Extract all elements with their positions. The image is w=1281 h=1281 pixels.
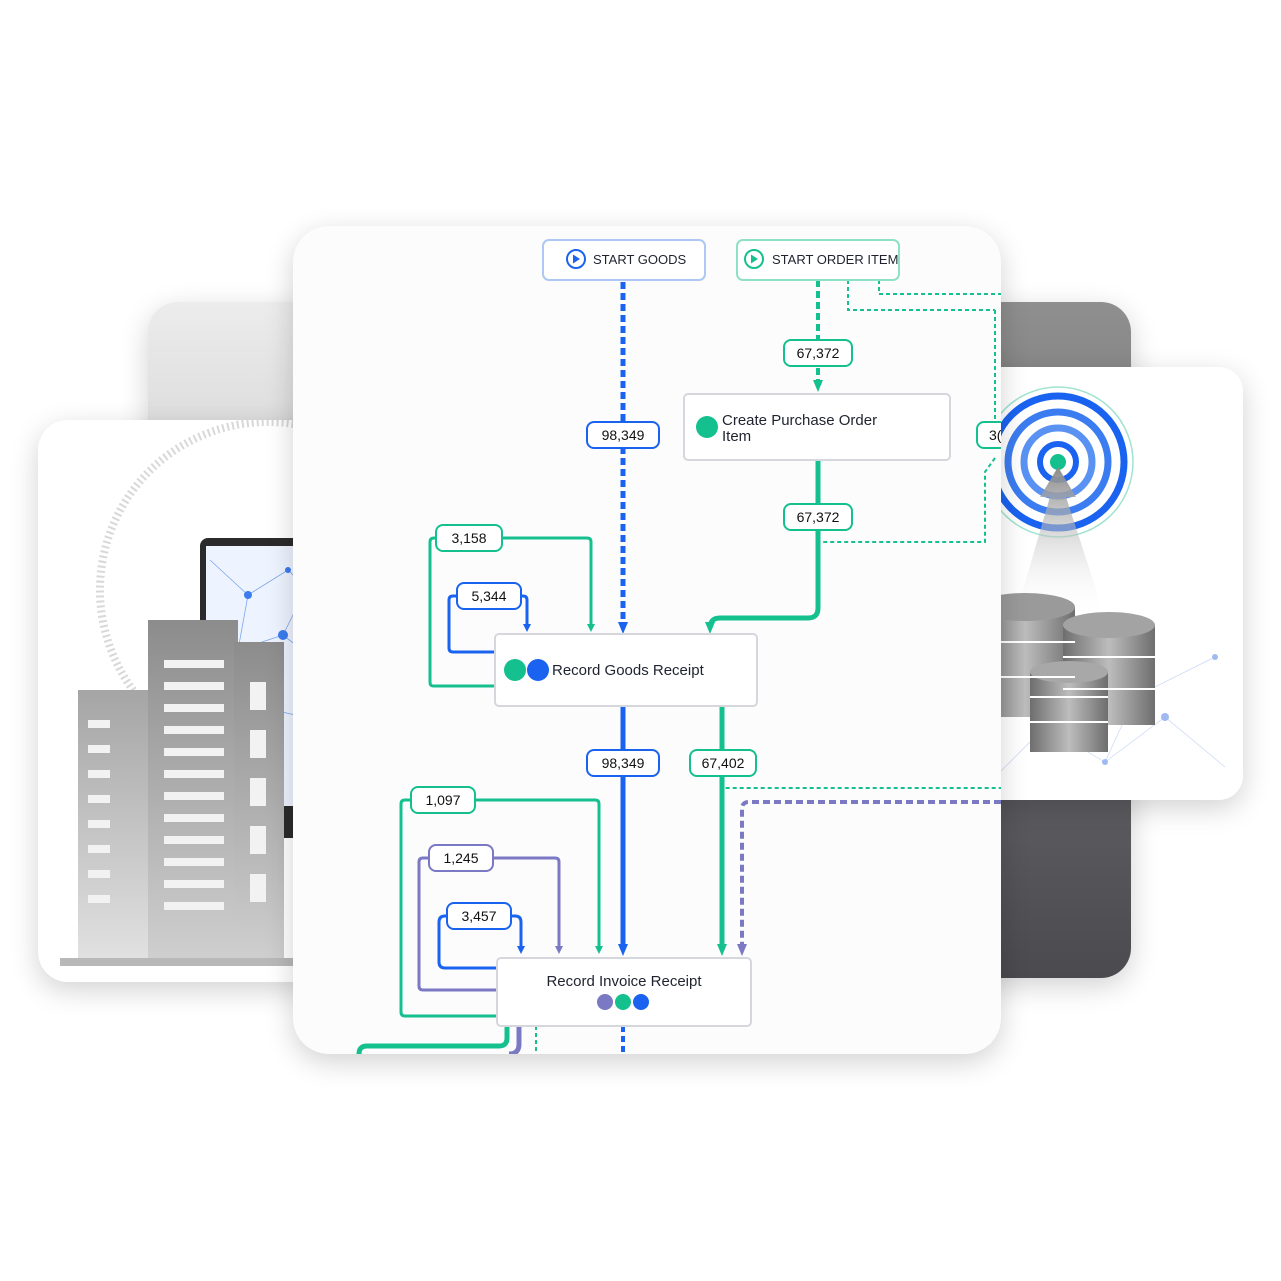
edge-label-po-to-goods[interactable]: 67,372 xyxy=(783,503,853,531)
edge-invoice-loop-inner[interactable] xyxy=(437,914,525,970)
svg-text:3,457: 3,457 xyxy=(461,908,496,924)
status-dot-green xyxy=(696,416,718,438)
svg-text:1,097: 1,097 xyxy=(425,792,460,808)
svg-text:98,349: 98,349 xyxy=(602,755,645,771)
play-circle-icon xyxy=(744,249,764,269)
svg-text:67,372: 67,372 xyxy=(797,509,840,525)
edge-label-invoice-loop-outer[interactable]: 1,097 xyxy=(410,786,476,814)
process-map-card[interactable]: START GOODS START ORDER ITEM Create Purc… xyxy=(293,226,1001,1054)
edge-create-po-to-goods-receipt[interactable] xyxy=(705,460,821,634)
status-dot-green xyxy=(504,659,526,681)
edge-invoice-loop-middle[interactable] xyxy=(417,856,563,992)
edge-start-order-bypass-2[interactable] xyxy=(878,280,1001,295)
play-circle-icon xyxy=(566,249,586,269)
record-goods-receipt-node[interactable]: Record Goods Receipt xyxy=(494,633,758,707)
edge-label-goods-to-invoice-green[interactable]: 67,402 xyxy=(689,749,757,777)
edge-invoice-out-green[interactable] xyxy=(356,1026,510,1054)
svg-text:5,344: 5,344 xyxy=(471,588,506,604)
goods-receipt-label: Record Goods Receipt xyxy=(552,662,705,679)
start-order-item-label: START ORDER ITEM xyxy=(772,252,898,267)
edge-label-goods-loop-inner[interactable]: 5,344 xyxy=(456,582,522,610)
upload-arrow-icon xyxy=(1015,467,1105,617)
status-dot-blue xyxy=(527,659,549,681)
edge-start-order-bypass-1[interactable] xyxy=(847,280,995,311)
edge-label-goods-loop-outer[interactable]: 3,158 xyxy=(435,524,503,552)
edge-invoice-out-purple[interactable] xyxy=(508,1026,522,1054)
edge-goods-receipt-loop-outer[interactable] xyxy=(428,536,595,688)
svg-text:3,158: 3,158 xyxy=(451,530,486,546)
edge-label-invoice-loop-middle[interactable]: 1,245 xyxy=(428,844,494,872)
edge-invoice-loop-outer[interactable] xyxy=(399,798,603,1018)
process-flow-diagram[interactable]: START GOODS START ORDER ITEM Create Purc… xyxy=(293,226,1001,1054)
edge-label-right-cut[interactable]: 3( xyxy=(976,421,1001,449)
status-dot-purple xyxy=(597,994,613,1010)
status-dot-green xyxy=(615,994,631,1010)
start-order-item-node[interactable]: START ORDER ITEM xyxy=(736,239,900,281)
svg-text:67,402: 67,402 xyxy=(702,755,745,771)
start-goods-label: START GOODS xyxy=(593,252,687,267)
edge-label-invoice-loop-inner[interactable]: 3,457 xyxy=(446,902,512,930)
edge-bypass-return[interactable] xyxy=(818,457,996,543)
edge-purple-incoming[interactable] xyxy=(737,800,1001,956)
status-dot-blue xyxy=(633,994,649,1010)
edge-label-start-goods[interactable]: 98,349 xyxy=(586,421,660,449)
svg-text:1,245: 1,245 xyxy=(443,850,478,866)
edge-label-start-order[interactable]: 67,372 xyxy=(783,339,853,367)
database-stack-icon xyxy=(975,593,1155,752)
edge-invoice-green-bypass[interactable] xyxy=(721,787,1001,800)
svg-text:98,349: 98,349 xyxy=(602,427,645,443)
invoice-receipt-label: Record Invoice Receipt xyxy=(546,973,702,990)
right-image-card xyxy=(955,367,1243,800)
dotted-ring-decoration xyxy=(96,420,338,762)
edge-goods-receipt-loop-inner[interactable] xyxy=(447,594,531,654)
start-goods-node[interactable]: START GOODS xyxy=(542,239,706,281)
create-po-label-line1: Create Purchase Order xyxy=(722,412,877,429)
svg-text:67,372: 67,372 xyxy=(797,345,840,361)
edge-label-goods-to-invoice-blue[interactable]: 98,349 xyxy=(586,749,660,777)
record-invoice-receipt-node[interactable]: Record Invoice Receipt xyxy=(496,957,752,1027)
create-purchase-order-node[interactable]: Create Purchase Order Item xyxy=(683,393,951,461)
svg-text:3(: 3( xyxy=(989,427,1001,443)
create-po-label-line2: Item xyxy=(722,428,751,445)
